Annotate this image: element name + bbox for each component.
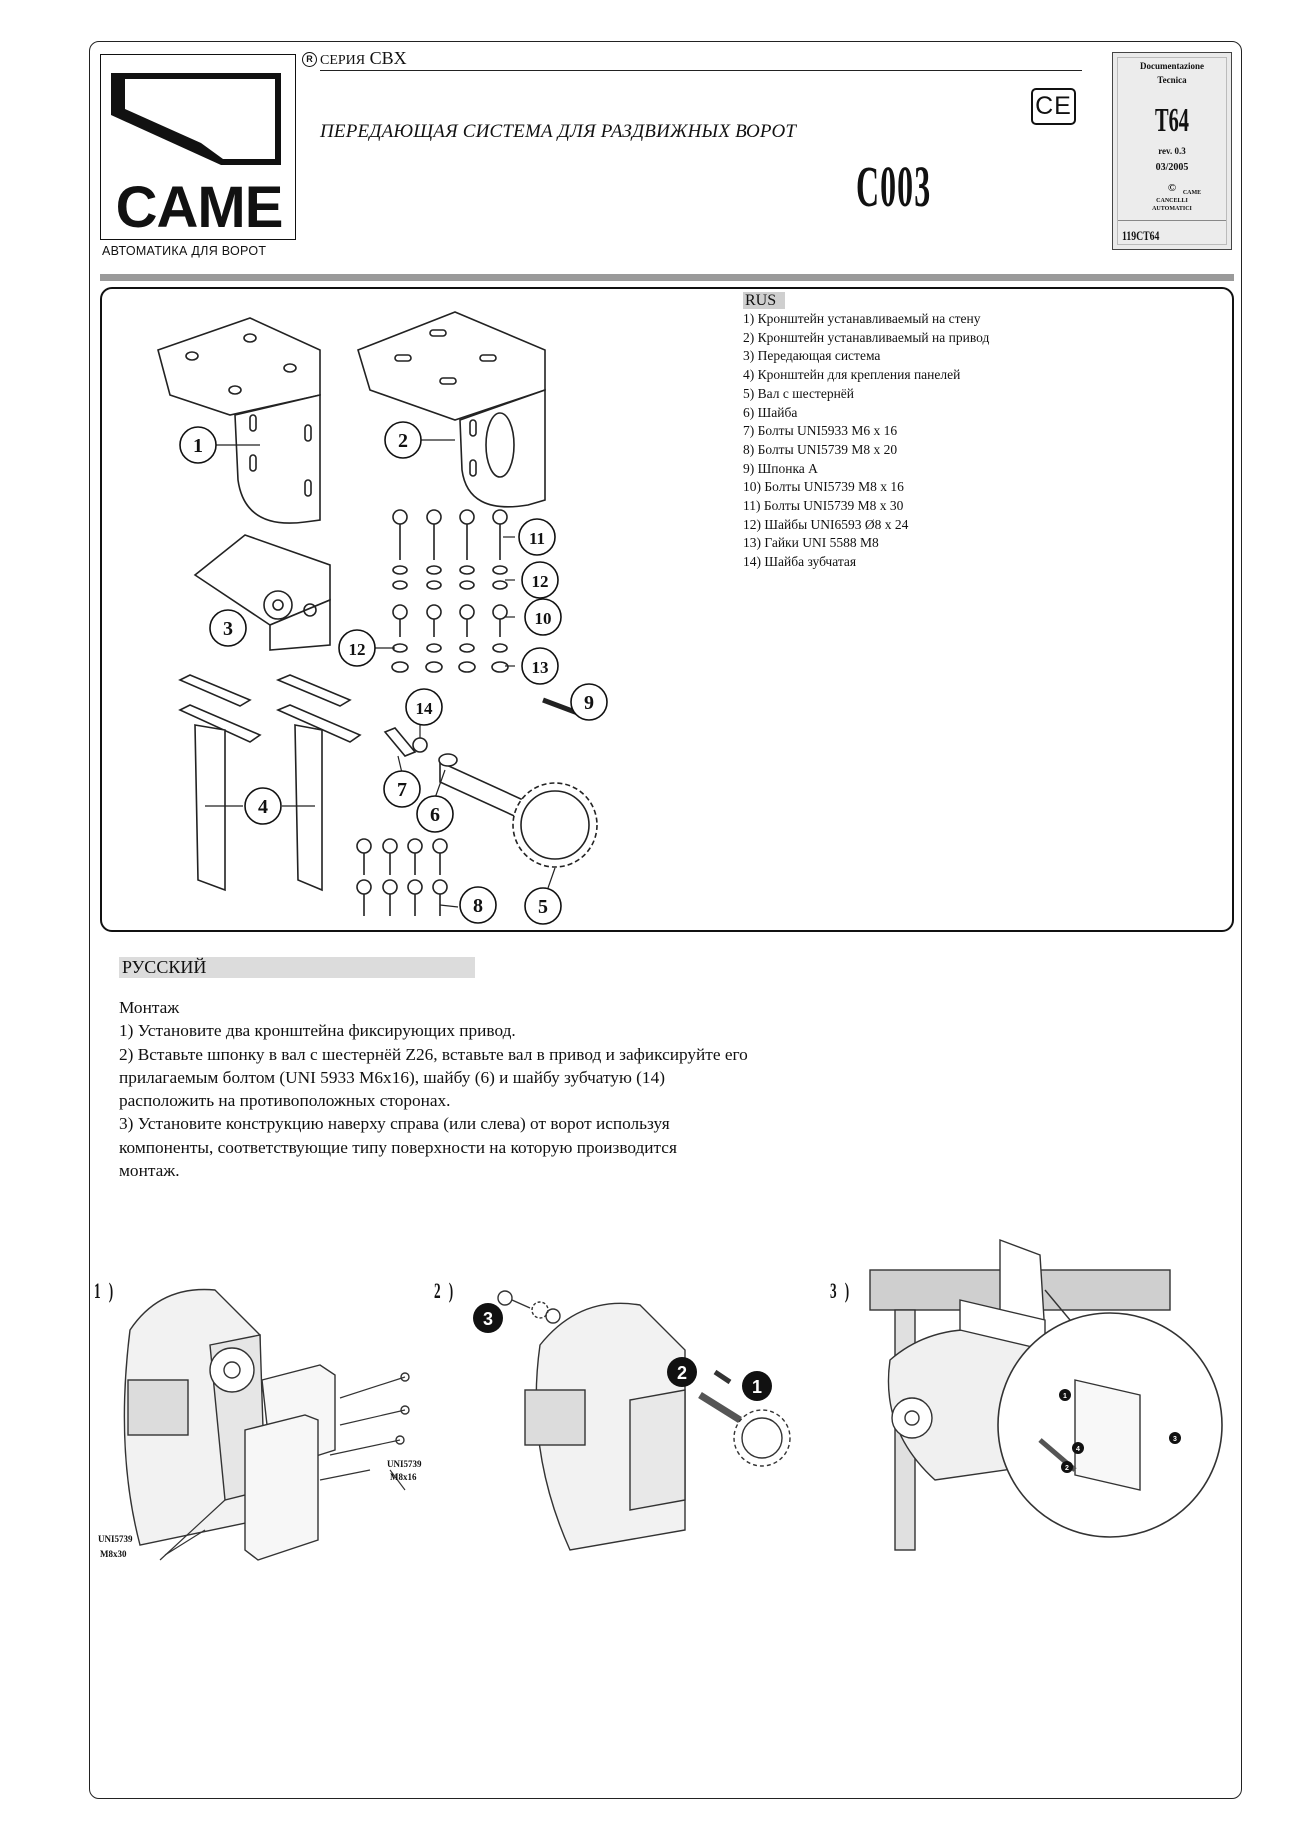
list-item: 8) Болты UNI5739 M8 x 20: [743, 441, 898, 457]
list-item: 2) Кронштейн устанавливаемый на привод: [743, 329, 990, 345]
series-prefix: СЕРИЯ: [320, 53, 366, 68]
instruction-line: прилагаемым болтом (UNI 5933 M6x16), шай…: [119, 1067, 665, 1087]
logo-fold-graphic: [111, 73, 281, 165]
registered-mark: R: [302, 52, 317, 67]
doc-label-2: Tecnica: [1157, 75, 1187, 85]
list-item: 7) Болты UNI5933 M6 x 16: [743, 423, 898, 439]
doc-code: T64: [1154, 102, 1190, 139]
doc-part-number: 119CT64: [1122, 228, 1160, 243]
list-item: 4) Кронштейн для крепления панелей: [743, 367, 961, 383]
language-bar: [119, 957, 475, 978]
doc-label-1: Documentazione: [1140, 61, 1204, 71]
doc-date: 03/2005: [1155, 162, 1189, 173]
list-item: 12) Шайбы UNI6593 Ø8 x 24: [743, 516, 909, 532]
instructions-heading: Монтаж: [119, 998, 180, 1017]
list-item: 3) Передающая система: [743, 348, 881, 364]
ce-mark: CE: [1031, 88, 1076, 125]
doc-company-1: CAME: [1182, 190, 1202, 196]
parts-list: 1) Кронштейн устанавливаемый на стену 2)…: [743, 310, 1213, 572]
list-item: 11) Болты UNI5739 M8 x 30: [743, 498, 904, 514]
instruction-line: 2) Вставьте шпонку в вал с шестернёй Z26…: [119, 1044, 748, 1064]
list-item: 14) Шайба зубчатая: [743, 554, 857, 570]
doc-separator: [1118, 220, 1226, 221]
list-item: 5) Вал с шестернёй: [743, 385, 855, 401]
doc-company-2: CANCELLI: [1156, 198, 1188, 204]
list-item: 13) Гайки UNI 5588 M8: [743, 535, 879, 551]
model-code: C003: [856, 154, 932, 219]
language-heading: РУССКИЙ: [122, 957, 207, 977]
doc-copyright: ©: [1167, 182, 1177, 194]
header-gray-bar: [100, 274, 1234, 281]
instruction-line: 1) Установите два кронштейна фиксирующих…: [119, 1021, 516, 1041]
series-name: CBX: [369, 48, 407, 68]
doc-revision: rev. 0.3: [1158, 146, 1186, 156]
header-rule: [320, 70, 1082, 71]
list-item: 1) Кронштейн устанавливаемый на стену: [743, 311, 981, 326]
installation-instructions: Монтаж 1) Установите два кронштейна фикс…: [119, 996, 1019, 1182]
documentation-box-inner: Documentazione Tecnica T64 rev. 0.3 03/2…: [1117, 57, 1227, 245]
instruction-line: компоненты, соответствующие типу поверхн…: [119, 1137, 677, 1157]
step-2-label: 2 ): [434, 1278, 456, 1303]
documentation-box: Documentazione Tecnica T64 rev. 0.3 03/2…: [1112, 52, 1232, 250]
list-item: 10) Болты UNI5739 M8 x 16: [743, 479, 904, 495]
language-tag: RUS: [743, 292, 785, 309]
list-item: 9) Шпонка А: [743, 460, 818, 476]
list-item: 6) Шайба: [743, 404, 798, 420]
instruction-line: монтаж.: [119, 1161, 180, 1181]
logo-tagline: АВТОМАТИКА ДЛЯ ВОРОТ: [102, 244, 267, 258]
step-3-label: 3 ): [830, 1278, 852, 1303]
logo-wordmark: CAME: [115, 175, 284, 240]
step-1-label: 1 ): [94, 1278, 116, 1303]
page-frame: [89, 41, 1242, 1799]
came-logo: CAME: [100, 54, 296, 240]
doc-company-3: AUTOMATICI: [1152, 206, 1192, 212]
parts-panel: [100, 287, 1234, 932]
instruction-line: 3) Установите конструкцию наверху справа…: [119, 1114, 670, 1134]
document-subtitle: ПЕРЕДАЮЩАЯ СИСТЕМА ДЛЯ РАЗДВИЖНЫХ ВОРОТ: [320, 121, 797, 142]
series-label: СЕРИЯ CBX: [320, 48, 407, 69]
instruction-line: расположить на противоположных сторонах.: [119, 1091, 451, 1111]
